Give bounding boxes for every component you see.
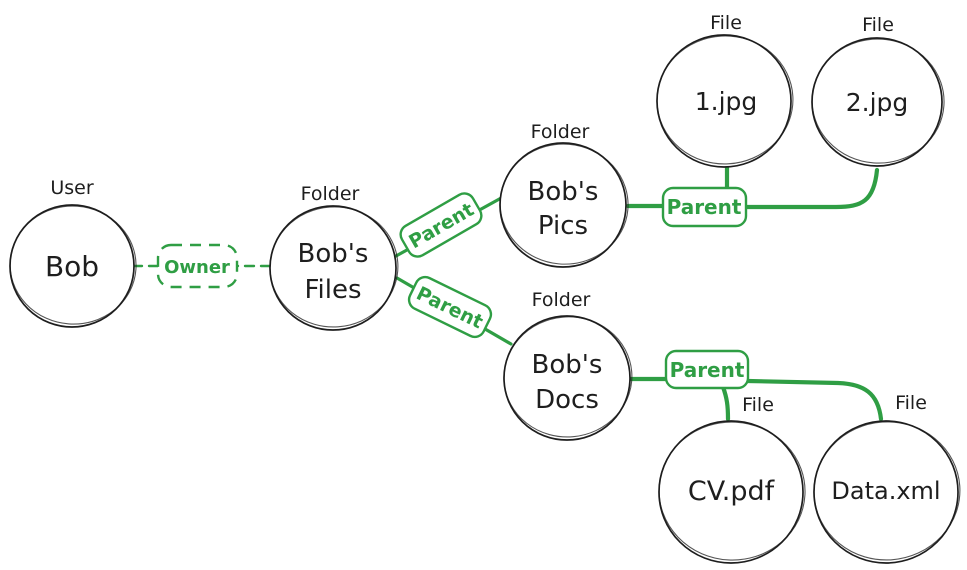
edge-parent-docs-cvpdf-line[interactable] bbox=[720, 384, 731, 422]
edge-label-owner[interactable]: Owner bbox=[156, 243, 239, 289]
nodes-layer: Bob User Bob's Files Folder Bob's Pics F… bbox=[6, 12, 964, 565]
node-bobs-docs-circle-echo bbox=[503, 316, 633, 438]
node-bobs-pics-circle-echo bbox=[499, 143, 629, 265]
edge-label-parent-files-pics[interactable]: Parent bbox=[397, 190, 485, 260]
node-bobs-docs-type-label: Folder bbox=[532, 289, 591, 311]
edge-label-parent-files-docs-box bbox=[407, 275, 493, 339]
node-file-2jpg[interactable]: 2.jpg bbox=[808, 35, 948, 168]
edge-labels-layer: Owner Parent Parent Parent Parent bbox=[156, 186, 750, 390]
node-bob-circle-echo bbox=[9, 205, 137, 325]
node-file-2jpg-type-label: File bbox=[862, 14, 894, 36]
node-file-1jpg-type-label: File bbox=[710, 12, 742, 34]
node-file-2jpg-label: 2.jpg bbox=[846, 88, 909, 117]
edge-label-parent-pics-files[interactable]: Parent bbox=[661, 186, 748, 228]
node-file-1jpg-circle-echo bbox=[656, 35, 794, 165]
node-bobs-files-type-label: Folder bbox=[301, 183, 360, 205]
node-file-1jpg[interactable]: 1.jpg bbox=[654, 32, 797, 168]
edge-parent-pics-2jpg-line[interactable] bbox=[743, 167, 880, 210]
node-bobs-docs[interactable]: Bob's Docs bbox=[499, 312, 637, 443]
edge-label-parent-files-docs[interactable]: Parent bbox=[406, 274, 495, 341]
node-bobs-pics-type-label: Folder bbox=[531, 121, 590, 143]
node-bobs-pics-label-1: Bob's bbox=[528, 177, 599, 207]
edge-label-parent-docs-files[interactable]: Parent bbox=[664, 349, 750, 390]
node-bobs-pics[interactable]: Bob's Pics bbox=[495, 139, 633, 270]
edge-label-parent-docs-files-box bbox=[664, 349, 750, 390]
node-bobs-files-label-1: Bob's bbox=[298, 239, 369, 269]
node-file-dataxml-label: Data.xml bbox=[831, 477, 940, 505]
node-bobs-docs-label-2: Docs bbox=[535, 385, 599, 415]
edge-label-parent-pics-files-text: Parent bbox=[667, 195, 742, 219]
node-bobs-files-label-2: Files bbox=[304, 275, 361, 305]
node-file-dataxml-type-label: File bbox=[895, 392, 927, 414]
node-file-cvpdf-type-label: File bbox=[742, 394, 774, 416]
node-bob[interactable]: Bob bbox=[6, 202, 140, 329]
node-file-dataxml[interactable]: Data.xml bbox=[809, 417, 964, 565]
node-bobs-files-circle-echo bbox=[269, 206, 399, 328]
node-file-cvpdf-circle-echo bbox=[658, 421, 806, 561]
edge-label-parent-files-pics-box bbox=[399, 192, 483, 258]
edge-label-parent-pics-files-box bbox=[661, 186, 748, 228]
node-bob-type-label: User bbox=[50, 177, 93, 199]
node-file-2jpg-circle-echo bbox=[811, 38, 945, 164]
node-file-dataxml-circle-echo bbox=[813, 421, 961, 561]
edge-parent-docs-dataxml-line[interactable] bbox=[745, 378, 884, 422]
node-file-cvpdf-label: CV.pdf bbox=[688, 476, 776, 507]
edge-label-parent-docs-files-text: Parent bbox=[670, 358, 745, 382]
node-file-cvpdf[interactable]: CV.pdf bbox=[656, 418, 809, 564]
node-bob-label: Bob bbox=[45, 250, 99, 283]
node-file-1jpg-label: 1.jpg bbox=[695, 87, 758, 116]
node-bobs-files[interactable]: Bob's Files bbox=[266, 203, 402, 332]
node-bobs-docs-label-1: Bob's bbox=[532, 350, 603, 380]
node-bobs-pics-label-2: Pics bbox=[538, 211, 588, 241]
edge-label-owner-box bbox=[156, 243, 239, 289]
edge-label-owner-text: Owner bbox=[164, 257, 230, 278]
